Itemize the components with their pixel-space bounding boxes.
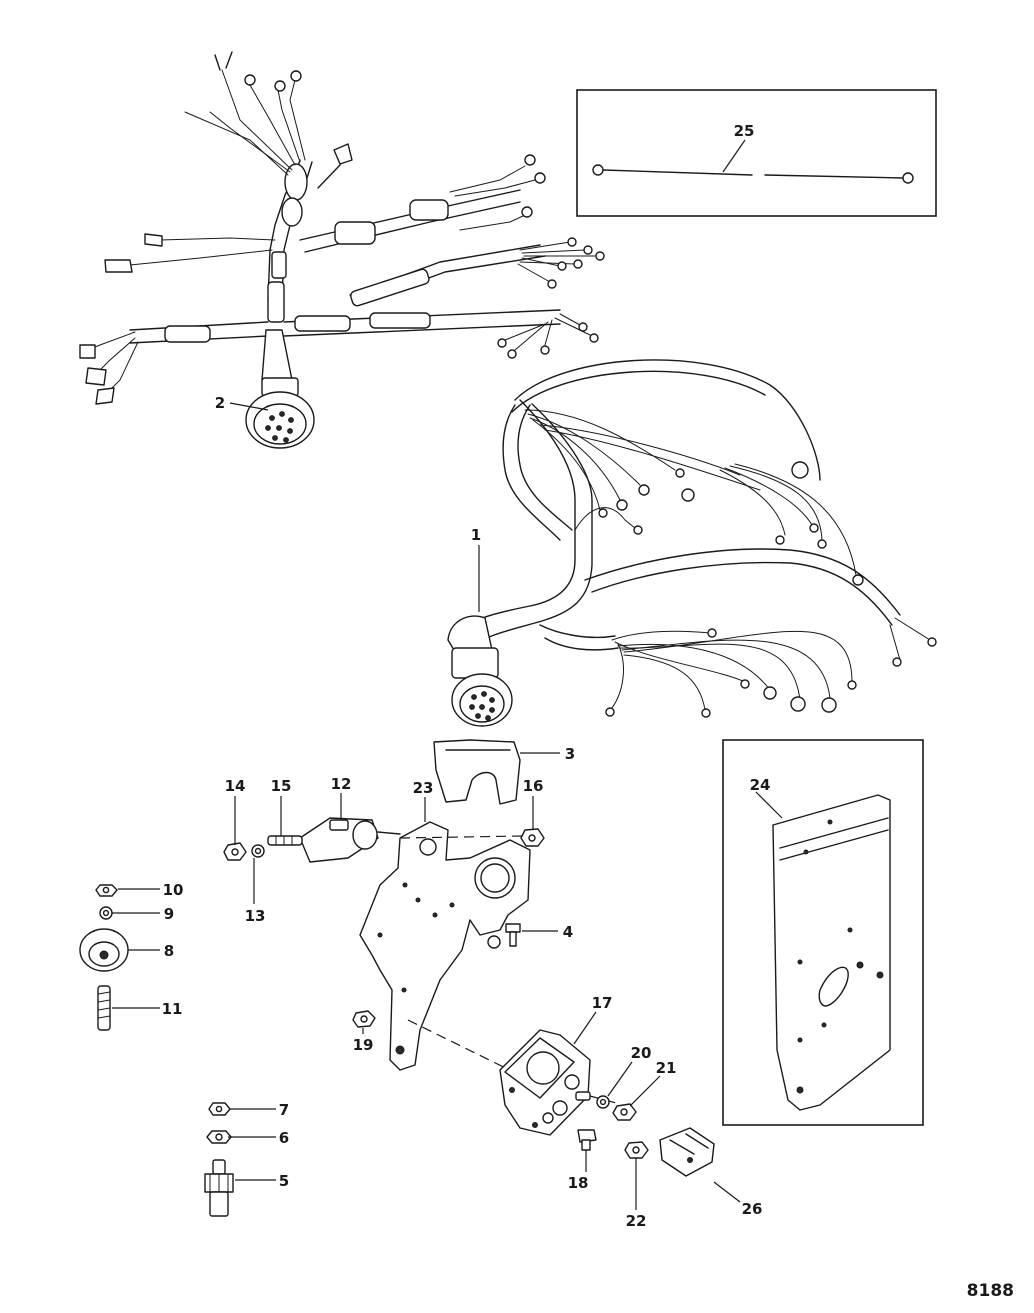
part-8-switch (79, 928, 129, 972)
callout-16: 16 (523, 777, 544, 795)
part-17-solenoid (499, 1029, 591, 1136)
callout-22: 22 (626, 1212, 647, 1230)
callout-labels: 1 2 3 4 5 6 7 8 9 10 11 12 13 14 15 16 1… (162, 122, 771, 1230)
leader-lines (112, 139, 783, 1210)
callout-5: 5 (279, 1172, 289, 1190)
callout-8: 8 (164, 942, 174, 960)
part-15-screw (267, 835, 303, 846)
callout-6: 6 (279, 1129, 289, 1147)
callout-25: 25 (734, 122, 755, 140)
part-18-screw (577, 1129, 597, 1151)
part-21-nut (612, 1103, 637, 1121)
part-11-stud (97, 985, 111, 1031)
callout-4: 4 (563, 923, 573, 941)
part-19-nut (352, 1010, 376, 1028)
callout-18: 18 (568, 1174, 589, 1192)
part-16-nut (520, 828, 545, 847)
figure-number: 8188 (967, 1281, 1014, 1301)
part-4-screw (505, 923, 521, 947)
part-23-mounting-bracket (359, 821, 531, 1071)
callout-3: 3 (565, 745, 575, 763)
callout-19: 19 (353, 1036, 374, 1054)
callout-13: 13 (245, 907, 266, 925)
callout-10: 10 (163, 881, 184, 899)
callout-14: 14 (225, 777, 246, 795)
part-24-plate-panel (722, 739, 924, 1126)
callout-21: 21 (656, 1059, 677, 1077)
callout-1: 1 (471, 526, 481, 544)
upper-wiring-harness (79, 51, 605, 449)
part-14-nut (223, 842, 247, 861)
callout-7: 7 (279, 1101, 289, 1119)
callout-9: 9 (164, 905, 174, 923)
part-22-nut (624, 1141, 649, 1159)
callout-2: 2 (215, 394, 225, 412)
callout-26: 26 (742, 1200, 763, 1218)
part-25-ground-cable-panel (576, 89, 937, 217)
part-10-nut (95, 884, 118, 897)
callout-17: 17 (592, 994, 613, 1012)
callout-23: 23 (413, 779, 434, 797)
callout-15: 15 (271, 777, 292, 795)
callout-11: 11 (162, 1000, 183, 1018)
part-6-lock-washer (206, 1130, 232, 1144)
callout-24: 24 (750, 776, 771, 794)
part-7-nut (208, 1102, 231, 1116)
part-13-washer (251, 844, 265, 858)
main-wiring-harness (447, 359, 937, 727)
part-9-washer (99, 906, 113, 920)
callout-20: 20 (631, 1044, 652, 1062)
part-12-terminal-block (299, 817, 401, 863)
part-3-clip (433, 739, 521, 805)
part-5-sender (204, 1159, 234, 1217)
callout-12: 12 (331, 775, 352, 793)
part-20-washer (596, 1095, 610, 1109)
part-26-terminal-cover (659, 1127, 715, 1177)
